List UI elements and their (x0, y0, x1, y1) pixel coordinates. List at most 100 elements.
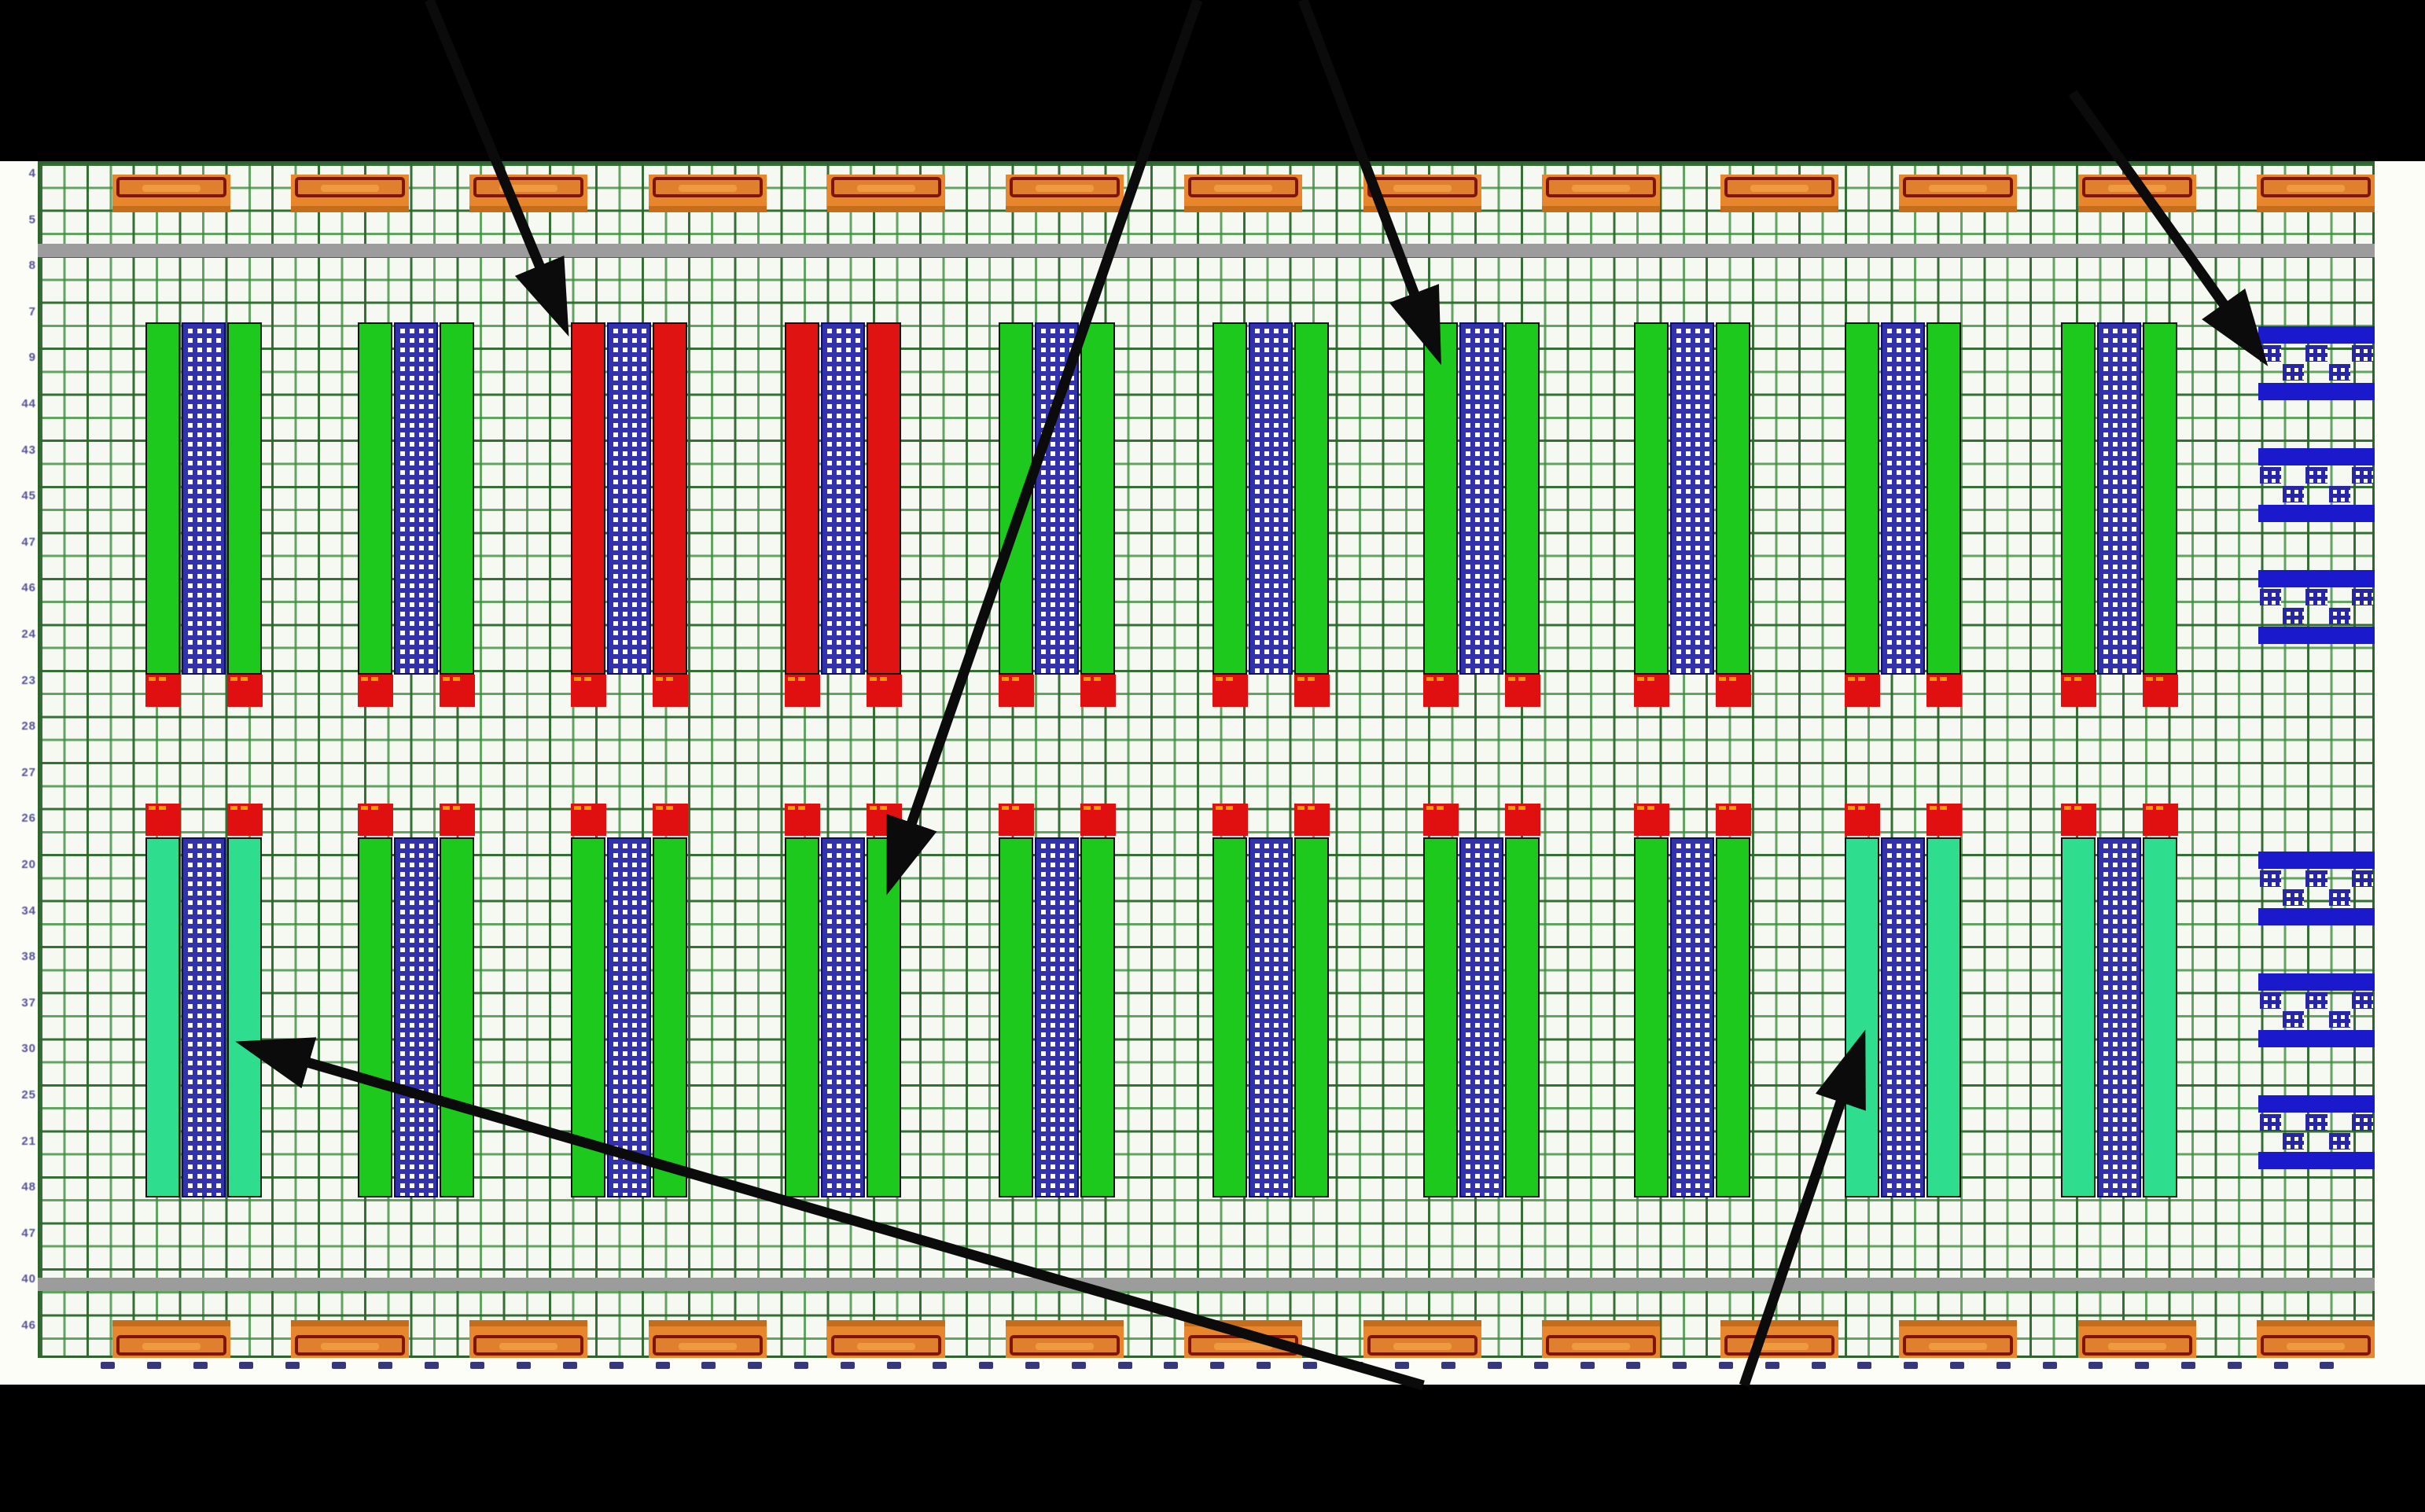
dock-door-label (1188, 177, 1298, 197)
blue-unit-checker-cell (2283, 364, 2305, 381)
dock-door-shadow (2078, 206, 2196, 212)
rack-end-cap (1634, 804, 1669, 836)
row-tick-label: 44 (21, 397, 36, 410)
end-cap-dash (149, 806, 156, 810)
blue-unit-checker-cell (2283, 889, 2305, 906)
row-tick-label: 40 (21, 1272, 36, 1286)
end-cap-dash (230, 806, 237, 810)
end-cap-dash (1437, 677, 1444, 681)
column-tick (563, 1362, 577, 1369)
dock-door-label (1903, 1335, 2013, 1356)
column-tick (101, 1362, 115, 1369)
dock-door-label-text (1750, 1343, 1809, 1350)
end-cap-dash (2146, 677, 2153, 681)
row-tick-label: 38 (21, 950, 36, 964)
blue-unit-checker-cell (2351, 345, 2373, 362)
column-tick (2088, 1362, 2103, 1369)
rack-end-cap (1080, 675, 1116, 707)
rack-end-cap (1294, 675, 1330, 707)
dock-door-label-text (142, 185, 201, 192)
dock-door-label-text (1929, 185, 1987, 192)
rack-column-checkered (1881, 322, 1925, 675)
column-tick (2273, 1362, 2288, 1369)
end-cap-dash (371, 806, 378, 810)
dock-door-label-text (857, 185, 915, 192)
end-cap-dash (453, 806, 460, 810)
rack-end-cap (1423, 675, 1459, 707)
rack-end-cap (785, 675, 820, 707)
column-tick (239, 1362, 254, 1369)
row-tick-label: 46 (21, 1319, 36, 1332)
end-cap-dash (1297, 806, 1304, 810)
rack-column-checkered (1670, 837, 1714, 1197)
dock-door-label-text (1572, 185, 1630, 192)
dock-door-label (1546, 177, 1656, 197)
end-cap-dash (159, 806, 166, 810)
dock-door-label-text (499, 185, 557, 192)
rack-end-cap (1926, 804, 1962, 836)
dock-door (291, 1320, 409, 1358)
dock-door-shadow (1542, 206, 1660, 212)
column-tick (2227, 1362, 2242, 1369)
end-cap-dash (1226, 677, 1233, 681)
rack-end-cap (145, 675, 181, 707)
blue-unit-checker-cell (2328, 889, 2350, 906)
blue-unit-bar (2258, 1095, 2375, 1113)
dock-door (469, 1320, 587, 1358)
rack-column-checkered (607, 837, 651, 1197)
blue-unit-bar (2258, 1152, 2375, 1169)
rack-column-green (1294, 322, 1329, 675)
dock-door-label (2082, 1335, 2192, 1356)
rack-end-cap (358, 804, 393, 836)
dock-door-shadow (1720, 1320, 1838, 1326)
blue-unit-checker-cell (2260, 870, 2282, 887)
rack-column-green (227, 322, 262, 675)
rack-column-green (358, 837, 392, 1197)
dock-door (1184, 175, 1302, 212)
row-tick-label: 21 (21, 1134, 36, 1148)
row-tick-label: 26 (21, 811, 36, 826)
row-tick-label: 34 (21, 903, 36, 918)
row-tick-label: 28 (21, 719, 36, 734)
blue-unit-bar (2258, 448, 2375, 465)
dock-door-shadow (291, 1320, 409, 1326)
rack-end-cap (358, 675, 393, 707)
rack-end-cap (1845, 675, 1880, 707)
end-cap-dash (666, 806, 673, 810)
dock-door-label-text (1929, 1343, 1987, 1350)
end-cap-dash (1719, 806, 1726, 810)
end-cap-dash (1297, 677, 1304, 681)
rack-column-teal (145, 837, 180, 1197)
rack-end-cap (2061, 675, 2096, 707)
rack-column-teal (1845, 837, 1879, 1197)
dock-door-label-text (142, 1343, 201, 1350)
blue-rack-unit (2258, 1095, 2375, 1169)
blue-rack-unit (2258, 852, 2375, 925)
end-cap-dash (1848, 677, 1855, 681)
rack-end-cap (867, 675, 902, 707)
rack-column-green (1926, 322, 1961, 675)
blue-unit-bar (2258, 326, 2375, 344)
end-cap-dash (1002, 806, 1009, 810)
dock-door (1542, 1320, 1660, 1358)
column-tick (1441, 1362, 1456, 1369)
rack-column-teal (1926, 837, 1961, 1197)
column-tick (517, 1362, 532, 1369)
blue-unit-bar (2258, 852, 2375, 869)
dock-door-label (653, 1335, 763, 1356)
rack-column-green (999, 837, 1033, 1197)
column-tick (1904, 1362, 1919, 1369)
dock-door-label-text (2287, 1343, 2345, 1350)
row-tick-label: 47 (21, 535, 36, 549)
dock-door (2257, 1320, 2375, 1358)
dock-door-label-text (321, 185, 379, 192)
row-tick-label: 4 (28, 167, 36, 180)
dock-door-label (295, 177, 405, 197)
dock-door-shadow (1542, 1320, 1660, 1326)
end-cap-dash (230, 677, 237, 681)
column-tick (1580, 1362, 1595, 1369)
rack-end-cap (571, 675, 606, 707)
end-cap-dash (443, 806, 450, 810)
dock-door-shadow (2257, 206, 2375, 212)
rack-column-red (571, 322, 605, 675)
